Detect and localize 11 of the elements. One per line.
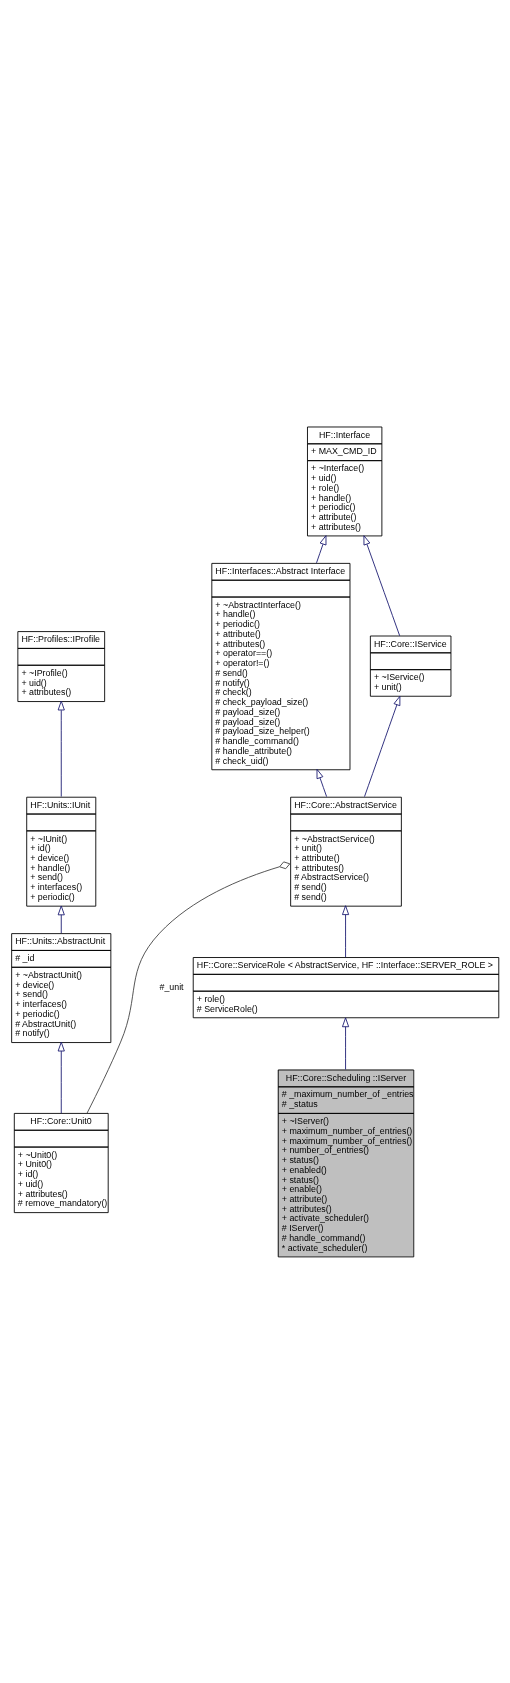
edge-label: #_unit bbox=[159, 981, 184, 992]
connector bbox=[86, 861, 291, 1114]
arrow bbox=[363, 535, 401, 637]
arrow bbox=[342, 1017, 350, 1070]
arrow bbox=[57, 1041, 65, 1114]
arrow bbox=[364, 695, 401, 798]
arrow bbox=[342, 905, 350, 958]
arrow bbox=[316, 535, 327, 564]
arrow bbox=[57, 700, 65, 798]
arrow bbox=[57, 905, 65, 934]
arrow bbox=[316, 768, 328, 798]
